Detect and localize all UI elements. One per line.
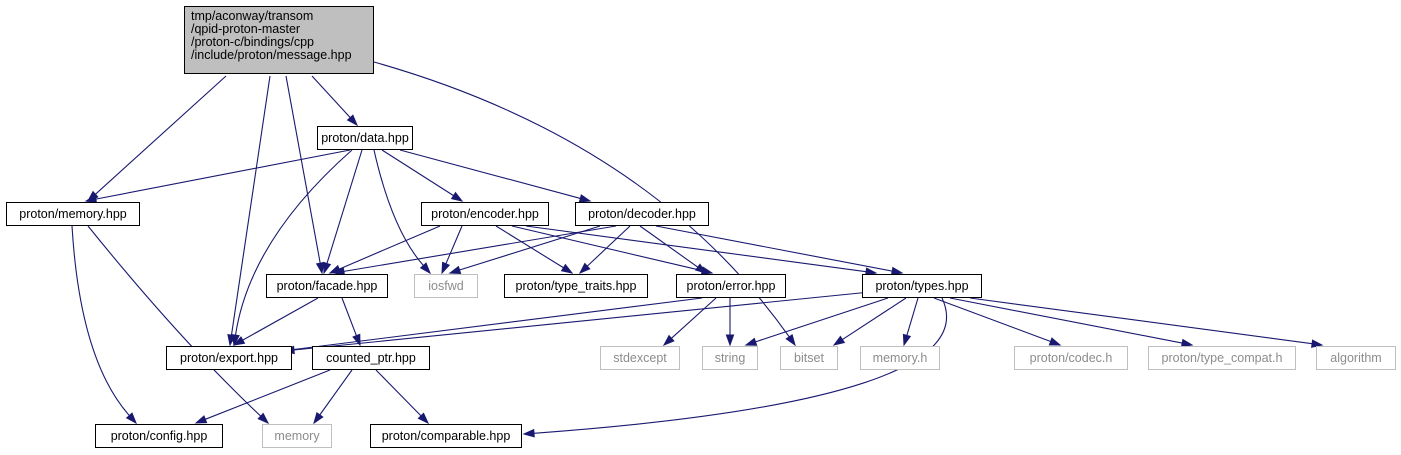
node-string: string (702, 346, 758, 370)
dependency-edge (511, 225, 703, 272)
node-message-hpp[interactable]: tmp/aconway/transom /qpid-proton-master … (184, 6, 374, 74)
edge-arrowhead (662, 334, 675, 346)
edge-arrowhead (257, 412, 270, 425)
dependency-edge (87, 225, 262, 417)
edge-arrowhead (231, 333, 240, 347)
edge-arrowhead (84, 194, 98, 204)
dependency-edge (343, 225, 617, 272)
dependency-edge (639, 225, 699, 268)
dependency-edge (275, 297, 703, 353)
node-config-hpp[interactable]: proton/config.hpp (95, 424, 223, 448)
node-algorithm: algorithm (1316, 346, 1396, 370)
dependency-edge (459, 225, 601, 271)
dependency-edge (969, 297, 1313, 345)
dependency-edge (373, 149, 424, 266)
dependency-edge (205, 369, 331, 420)
dependency-edge (445, 225, 463, 265)
dependency-edge (655, 225, 893, 272)
edge-arrowhead (785, 333, 796, 347)
edge-arrowhead (448, 265, 462, 274)
edge-arrowhead (346, 114, 358, 127)
node-memory-h: memory.h (860, 346, 940, 370)
dependency-edge (234, 149, 353, 336)
node-type-compat-h: proton/type_compat.h (1148, 346, 1296, 370)
dependency-edge (399, 149, 581, 199)
node-bitset: bitset (780, 346, 838, 370)
edge-arrowhead (694, 263, 708, 274)
edge-arrowhead (332, 267, 346, 276)
dependency-edge (375, 369, 422, 417)
node-codec-h: proton/codec.h (1014, 346, 1128, 370)
root-label-line-4: /include/proton/message.hpp (191, 48, 352, 62)
edge-arrowhead (315, 261, 325, 275)
edge-arrowhead (352, 333, 361, 347)
root-label-line-1: tmp/aconway/transom (191, 9, 314, 23)
node-export-hpp[interactable]: proton/export.hpp (166, 346, 292, 370)
node-stdexcept: stdexcept (600, 346, 680, 370)
edge-arrowhead (322, 261, 332, 275)
root-label-line-2: /qpid-proton-master (191, 22, 301, 36)
edge-arrowhead (313, 411, 324, 425)
edge-arrowhead (560, 263, 574, 274)
edge-arrowhead (125, 412, 137, 425)
dependency-edge (285, 75, 321, 264)
node-counted-ptr-hpp[interactable]: counted_ptr.hpp (312, 346, 430, 370)
node-error-hpp[interactable]: proton/error.hpp (676, 274, 786, 298)
node-data-hpp[interactable]: proton/data.hpp (317, 126, 413, 150)
node-comparable-hpp[interactable]: proton/comparable.hpp (370, 424, 522, 448)
dependency-edge (319, 369, 353, 416)
dependency-edge (495, 225, 564, 269)
dependency-edge (842, 297, 907, 340)
edge-arrowhead (419, 262, 431, 275)
edge-arrowhead (417, 412, 430, 425)
dependency-edge (95, 149, 351, 200)
edge-arrowhead (890, 266, 904, 276)
dependency-edge (293, 291, 871, 351)
edge-arrowhead (1048, 337, 1062, 346)
edge-arrowhead (1180, 338, 1194, 348)
node-types-hpp[interactable]: proton/types.hpp (862, 274, 982, 298)
dependency-edge (586, 225, 631, 267)
dependency-edge (338, 225, 441, 270)
dependency-edge (341, 297, 357, 336)
edge-arrowhead (832, 335, 846, 346)
edge-arrowhead (450, 191, 464, 202)
dependency-edge (381, 149, 454, 197)
node-memory-hpp[interactable]: proton/memory.hpp (6, 202, 140, 226)
edge-arrowhead (744, 337, 758, 346)
dependency-edge (525, 225, 867, 273)
edge-arrowhead (725, 334, 735, 347)
edge-arrowhead (194, 415, 208, 424)
dependency-edge (933, 297, 1051, 343)
dependency-edge (755, 297, 889, 343)
dependency-edge (311, 75, 351, 119)
node-decoder-hpp[interactable]: proton/decoder.hpp (575, 202, 709, 226)
edge-arrowhead (232, 336, 246, 346)
node-iosfwd: iosfwd (414, 274, 478, 298)
dependency-edge (242, 297, 319, 341)
node-memory: memory (262, 424, 332, 448)
node-encoder-hpp[interactable]: proton/encoder.hpp (421, 202, 549, 226)
dependency-edge (230, 75, 271, 336)
root-label-line-3: /proton-c/bindings/cpp (191, 35, 314, 49)
edge-arrowhead (902, 333, 912, 347)
edge-arrowhead (578, 194, 592, 203)
dependency-edge (671, 297, 717, 339)
dependency-edge (95, 75, 227, 195)
node-type-traits-hpp[interactable]: proton/type_traits.hpp (504, 274, 648, 298)
dependency-edge (326, 149, 363, 264)
dependency-edge (71, 225, 130, 416)
dependency-edge (533, 297, 948, 434)
edge-arrowhead (578, 262, 591, 275)
node-facade-hpp[interactable]: proton/facade.hpp (266, 274, 388, 298)
edge-arrowhead (441, 261, 451, 275)
dependency-edge (906, 297, 919, 336)
dependency-edge (949, 297, 1183, 344)
edge-arrowhead (522, 428, 535, 438)
